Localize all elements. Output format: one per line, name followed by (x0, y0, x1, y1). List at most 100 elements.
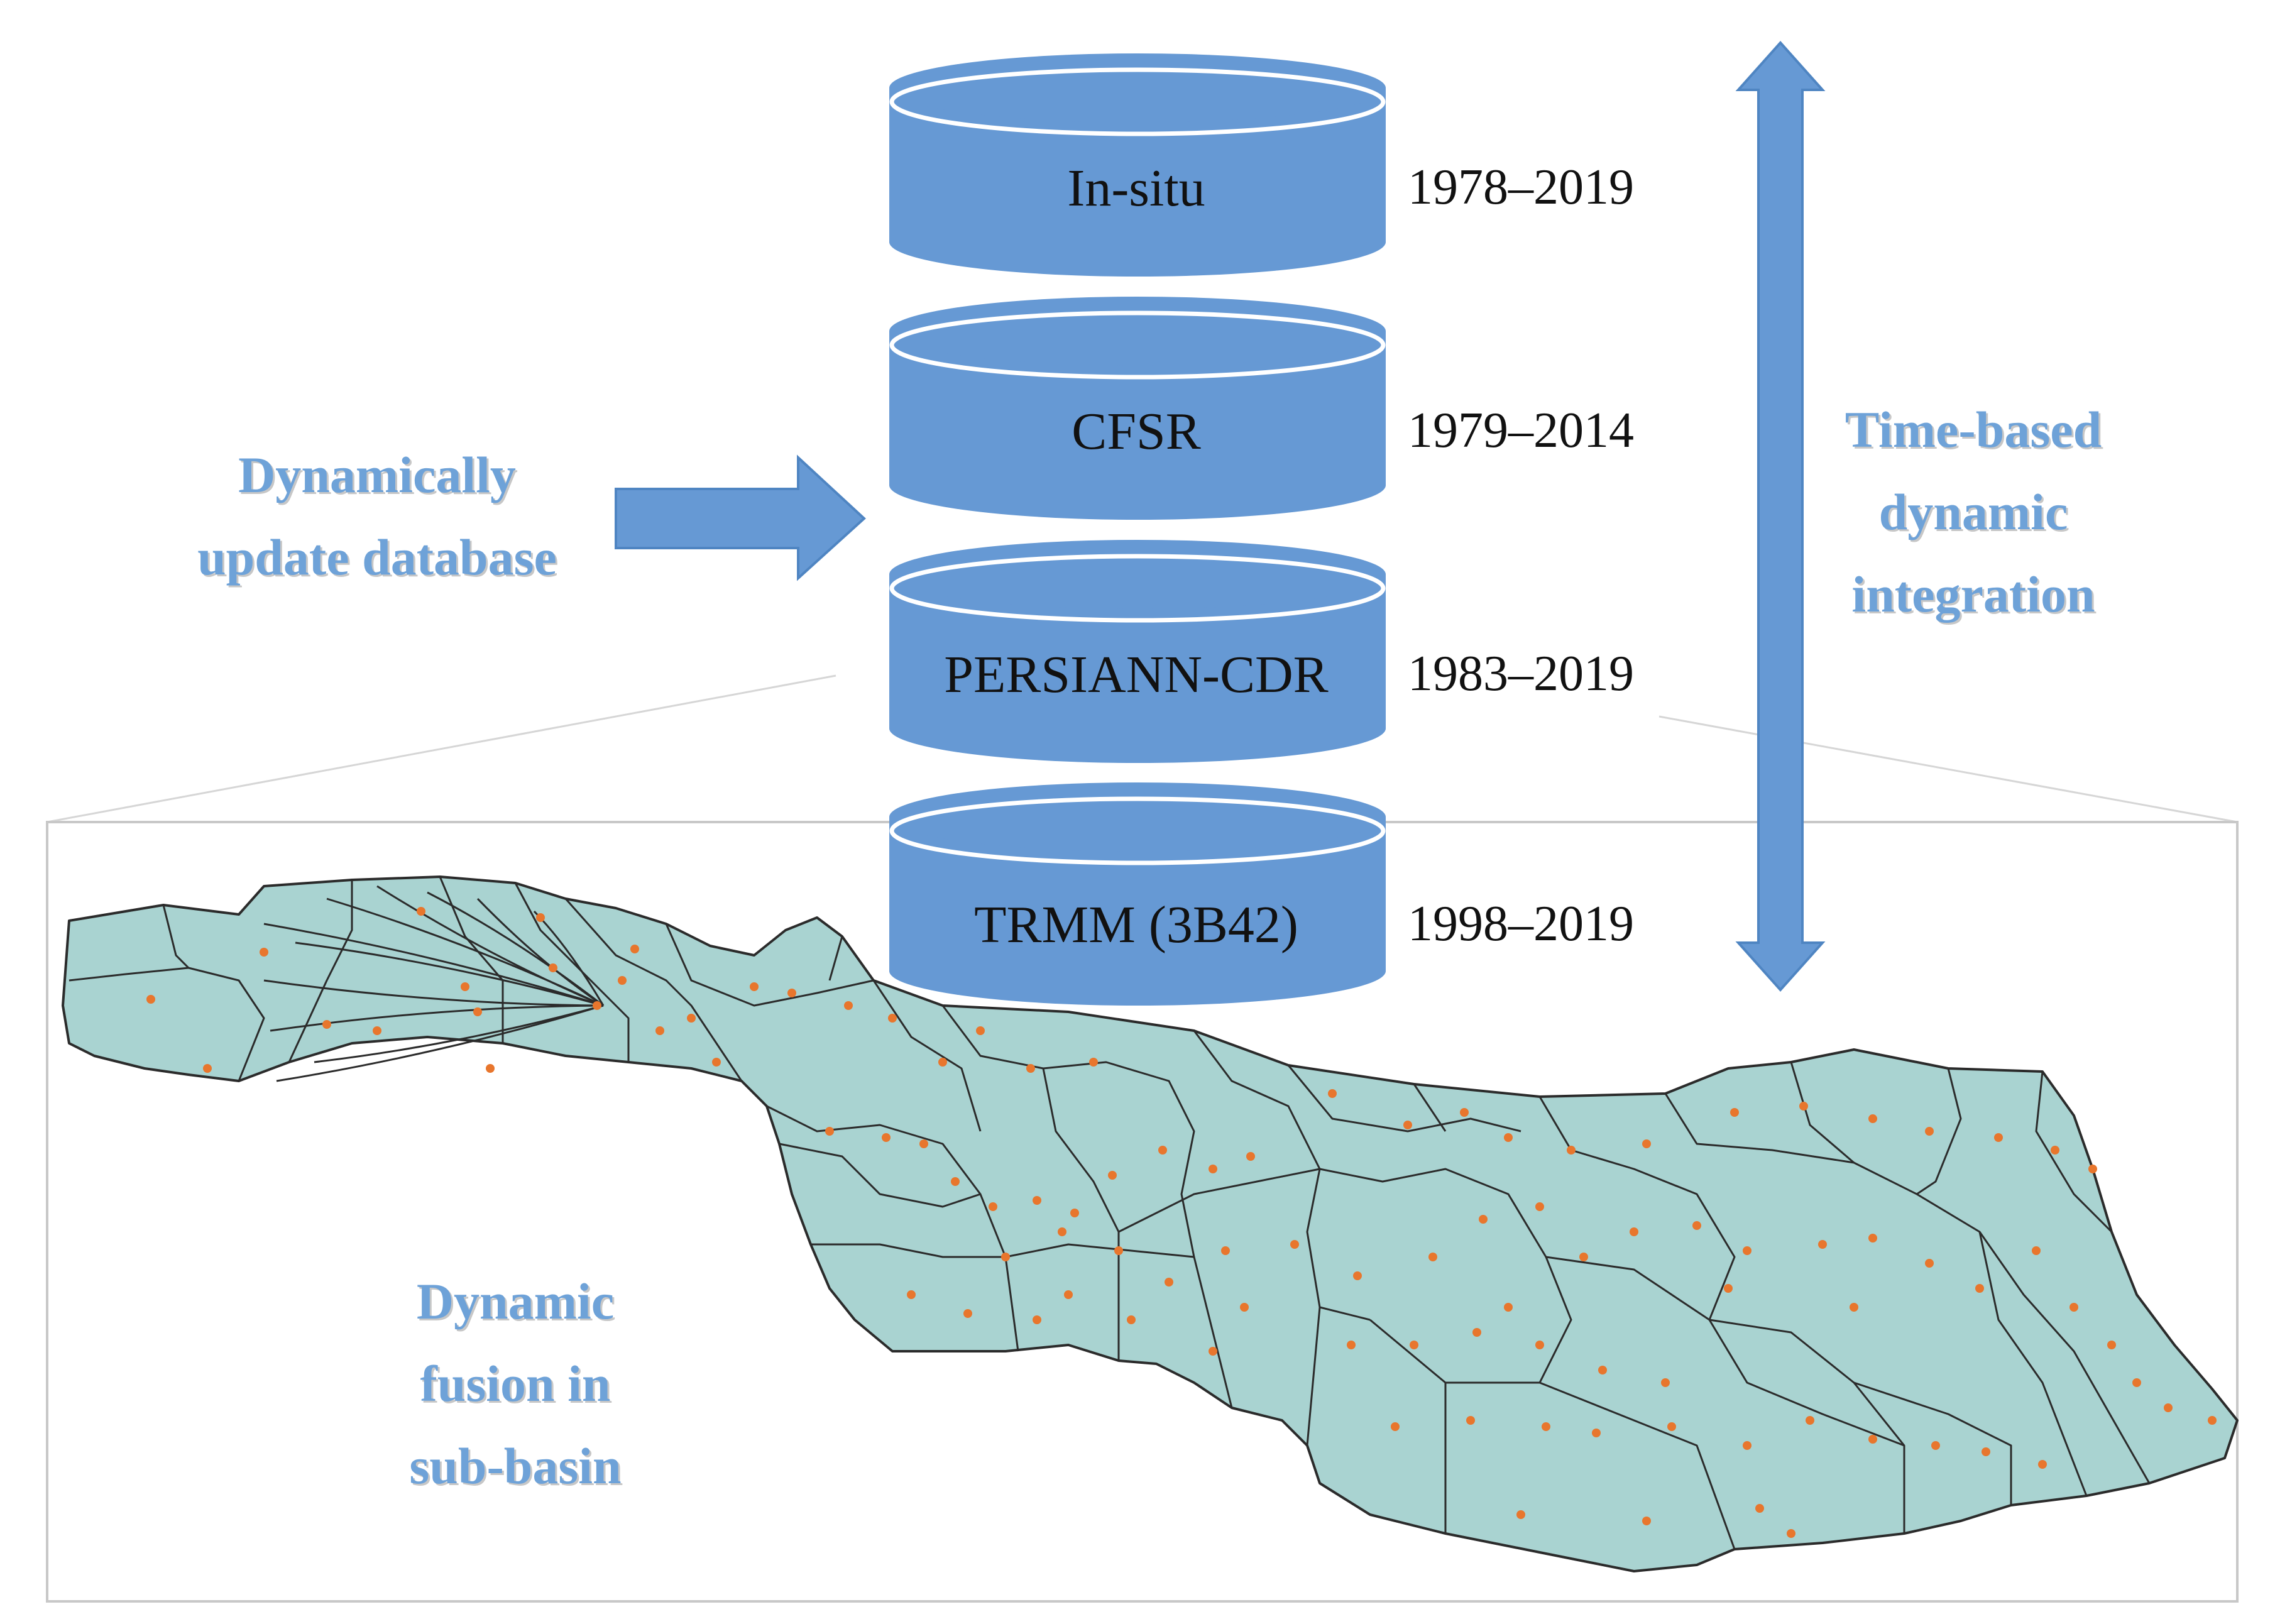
station-dot (1868, 1114, 1877, 1123)
update-database-line-1: Dynamically (238, 446, 516, 503)
station-dot (1724, 1284, 1733, 1293)
station-dot (2051, 1146, 2059, 1155)
tributary-line (270, 1004, 604, 1032)
tributary-line (276, 1004, 604, 1082)
cylinder-body-in-situ (889, 88, 1386, 277)
sub-basin-boundary (1413, 1084, 1447, 1132)
station-dot (260, 948, 268, 957)
sub-basin-boundary (1319, 1168, 1572, 1383)
station-dot (825, 1127, 834, 1136)
station-dot (1868, 1234, 1877, 1243)
station-dot (593, 1001, 601, 1010)
station-dot (888, 1014, 897, 1023)
station-dot (2069, 1303, 2078, 1312)
perspective-line-right (1658, 715, 2238, 823)
station-dot (417, 907, 425, 916)
station-dot (1799, 1102, 1808, 1111)
subbasin-fusion-line-2: fusion in (420, 1355, 611, 1413)
sub-basin-boundary (564, 898, 743, 1082)
station-dot (2088, 1165, 2097, 1173)
db-label-persiann-cdr: PERSIANN-CDR (944, 645, 1329, 704)
station-dot (1667, 1422, 1676, 1431)
station-dot (1598, 1366, 1607, 1374)
station-dot (1209, 1347, 1217, 1356)
cylinder-rim-in-situ (889, 67, 1386, 136)
cylinder-icon (889, 297, 1386, 520)
station-dot (1353, 1271, 1362, 1280)
double-vertical-arrow-icon (1735, 40, 1826, 992)
tributary-line (263, 923, 604, 1007)
station-dot (461, 982, 469, 991)
station-dot (1403, 1121, 1412, 1129)
station-dot (882, 1133, 891, 1142)
station-dot (1428, 1253, 1437, 1261)
sub-basin-boundary (665, 923, 874, 1007)
sub-basin-boundary (1287, 1065, 1521, 1133)
station-dot (1221, 1246, 1230, 1255)
station-dot (1542, 1422, 1550, 1431)
station-dot (1391, 1422, 1400, 1431)
station-dot (844, 1001, 853, 1010)
station-dot (1516, 1510, 1525, 1519)
time-integration-line-1: Time-based (1845, 401, 2102, 458)
time-integration-line-3: integration (1851, 566, 2095, 623)
sub-basin-boundary (872, 980, 982, 1132)
sub-basin-boundary (1978, 1231, 2088, 1496)
station-dot (1982, 1447, 1990, 1456)
tributary-line (295, 941, 604, 1007)
cylinder-body-trmm (889, 817, 1386, 1006)
station-dot (536, 913, 545, 922)
time-integration-label: Time-based dynamic integration (1816, 388, 2130, 636)
sub-basin-boundary (1445, 1381, 1736, 1550)
subbasin-fusion-label: Dynamic fusion in sub-basin (365, 1260, 666, 1508)
station-dot (2038, 1460, 2047, 1469)
cylinder-icon (889, 53, 1386, 277)
station-dot (1240, 1303, 1249, 1312)
station-dot (1806, 1416, 1814, 1425)
station-dot (1994, 1133, 2003, 1142)
station-dot (1504, 1303, 1513, 1312)
station-dot (1246, 1152, 1255, 1161)
station-dot (1460, 1108, 1469, 1117)
station-dot (1787, 1529, 1795, 1538)
database-stack (889, 53, 1386, 1006)
sub-basin-boundary (1319, 1306, 1371, 1321)
station-dot (1410, 1341, 1418, 1349)
station-dot (203, 1064, 212, 1073)
sub-basin-boundary (828, 936, 843, 981)
station-dot (1058, 1227, 1066, 1236)
station-dots (146, 907, 2217, 1538)
station-dot (1479, 1215, 1488, 1224)
station-dot (1535, 1202, 1544, 1211)
station-dot (1592, 1429, 1601, 1437)
station-dot (1868, 1435, 1877, 1444)
subbasin-fusion-line-3: sub-basin (409, 1437, 622, 1495)
station-dot (1108, 1171, 1117, 1180)
station-dot (1535, 1341, 1544, 1349)
sub-basin-boundary (514, 882, 630, 1062)
station-dot (322, 1020, 331, 1029)
sub-basin-boundary (1369, 1319, 1447, 1533)
cylinder-top-trmm (889, 782, 1386, 852)
station-dot (1579, 1253, 1588, 1261)
cylinder-rim-persiann-cdr (889, 554, 1386, 623)
station-dot (2032, 1246, 2041, 1255)
db-years-in-situ: 1978–2019 (1408, 160, 1634, 215)
sub-basin-boundary (1118, 1168, 1320, 1233)
station-dot (486, 1064, 495, 1073)
station-dot (1033, 1196, 1041, 1205)
cylinder-icon (889, 540, 1386, 763)
station-dot (1661, 1378, 1670, 1387)
station-dot (2107, 1341, 2116, 1349)
cylinder-body-cfsr (889, 331, 1386, 520)
sub-basin-boundary (2035, 1071, 2113, 1233)
station-dot (1818, 1240, 1827, 1249)
station-dot (1975, 1284, 1984, 1293)
sub-basin-boundary (811, 1243, 1006, 1258)
station-dot (1466, 1416, 1475, 1425)
station-dot (787, 989, 796, 997)
station-dot (146, 995, 155, 1004)
cylinder-body-persiann-cdr (889, 574, 1386, 763)
station-dot (1165, 1278, 1173, 1287)
sub-basin-boundaries (69, 876, 2151, 1550)
